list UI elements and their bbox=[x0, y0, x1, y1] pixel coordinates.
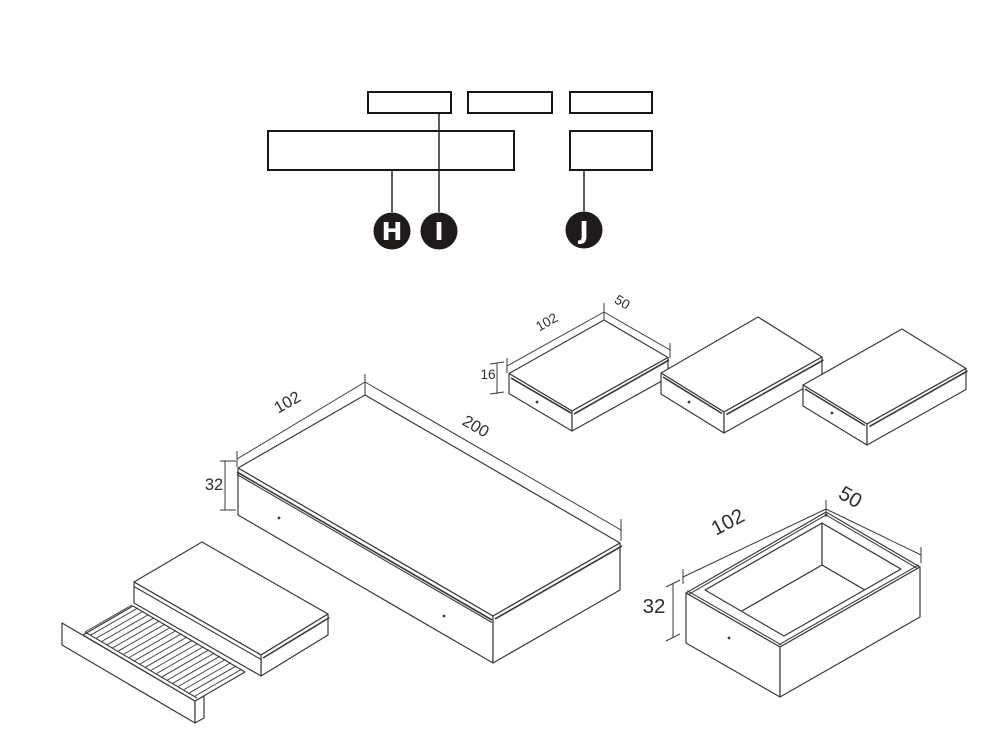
handle-hole bbox=[442, 614, 446, 618]
edge-band bbox=[573, 359, 670, 415]
storage-drawer-drawing: 102 50 32 bbox=[643, 482, 922, 698]
legend-box-right bbox=[569, 130, 653, 171]
rim-band bbox=[687, 513, 828, 596]
edge-band bbox=[494, 545, 623, 620]
dim-storage-drawer-depth: 50 bbox=[835, 482, 866, 513]
callout-h-label: H bbox=[382, 217, 403, 246]
callout-i-label: I bbox=[434, 217, 443, 246]
legend-box-small-1 bbox=[367, 91, 452, 114]
edge-band bbox=[236, 474, 493, 623]
dim-bed-width: 102 bbox=[271, 388, 304, 417]
slat-drawer-2-drawing bbox=[660, 316, 824, 434]
trundle-case-open-front bbox=[133, 581, 262, 677]
legend-box-wide bbox=[267, 130, 515, 171]
edge-band bbox=[804, 388, 866, 427]
handle-hole bbox=[830, 411, 834, 415]
tray-front-rail-line bbox=[84, 631, 198, 699]
dim-bed-length: 200 bbox=[459, 412, 492, 441]
dim-storage-drawer-height: 32 bbox=[643, 595, 666, 618]
handle-hole bbox=[727, 636, 731, 640]
handle-hole bbox=[277, 516, 281, 520]
dim-slat-drawer-width: 102 bbox=[533, 310, 560, 334]
callout-j-label: J bbox=[577, 216, 588, 245]
callout-i-circle bbox=[420, 212, 458, 250]
dim-slat-drawer-depth: 50 bbox=[612, 292, 633, 313]
edge-band bbox=[662, 376, 723, 415]
callout-h-circle bbox=[373, 212, 411, 250]
callout-i: I bbox=[420, 212, 458, 250]
dim-storage-drawer-width: 102 bbox=[707, 504, 748, 540]
handle-hole bbox=[687, 400, 691, 404]
rim-band bbox=[687, 590, 782, 646]
case-panel-thickness-line bbox=[133, 586, 262, 660]
edge-band bbox=[510, 377, 572, 414]
legend-box-small-2 bbox=[467, 91, 553, 114]
callout-j: J bbox=[565, 211, 603, 249]
dim-bed-height: 32 bbox=[205, 476, 223, 494]
parts-legend: H I J bbox=[267, 91, 653, 250]
slat-drawer-3-drawing bbox=[802, 328, 968, 446]
rim-band bbox=[778, 564, 920, 646]
handle-hole bbox=[535, 400, 539, 404]
slat-drawer-3-side-face bbox=[866, 367, 967, 446]
edge-band bbox=[236, 471, 493, 621]
bed-base-drawing: 102 200 32 bbox=[205, 374, 623, 664]
drawer-side-face bbox=[779, 566, 921, 698]
trundle-slat-lines bbox=[84, 604, 243, 697]
rim-band bbox=[824, 513, 919, 570]
edge-band bbox=[726, 359, 824, 416]
callout-j-circle bbox=[565, 211, 603, 249]
trundle-drawing bbox=[61, 541, 330, 724]
tray-slat-platform bbox=[82, 605, 246, 702]
callout-h: H bbox=[373, 212, 411, 250]
legend-box-small-3 bbox=[569, 91, 653, 114]
edge-band bbox=[262, 616, 330, 659]
slat-drawer-1-drawing: 102 50 16 bbox=[480, 292, 671, 432]
bed-base-side-face bbox=[492, 542, 621, 664]
dim-slat-drawer-height: 16 bbox=[480, 367, 495, 382]
edge-band bbox=[869, 370, 968, 428]
